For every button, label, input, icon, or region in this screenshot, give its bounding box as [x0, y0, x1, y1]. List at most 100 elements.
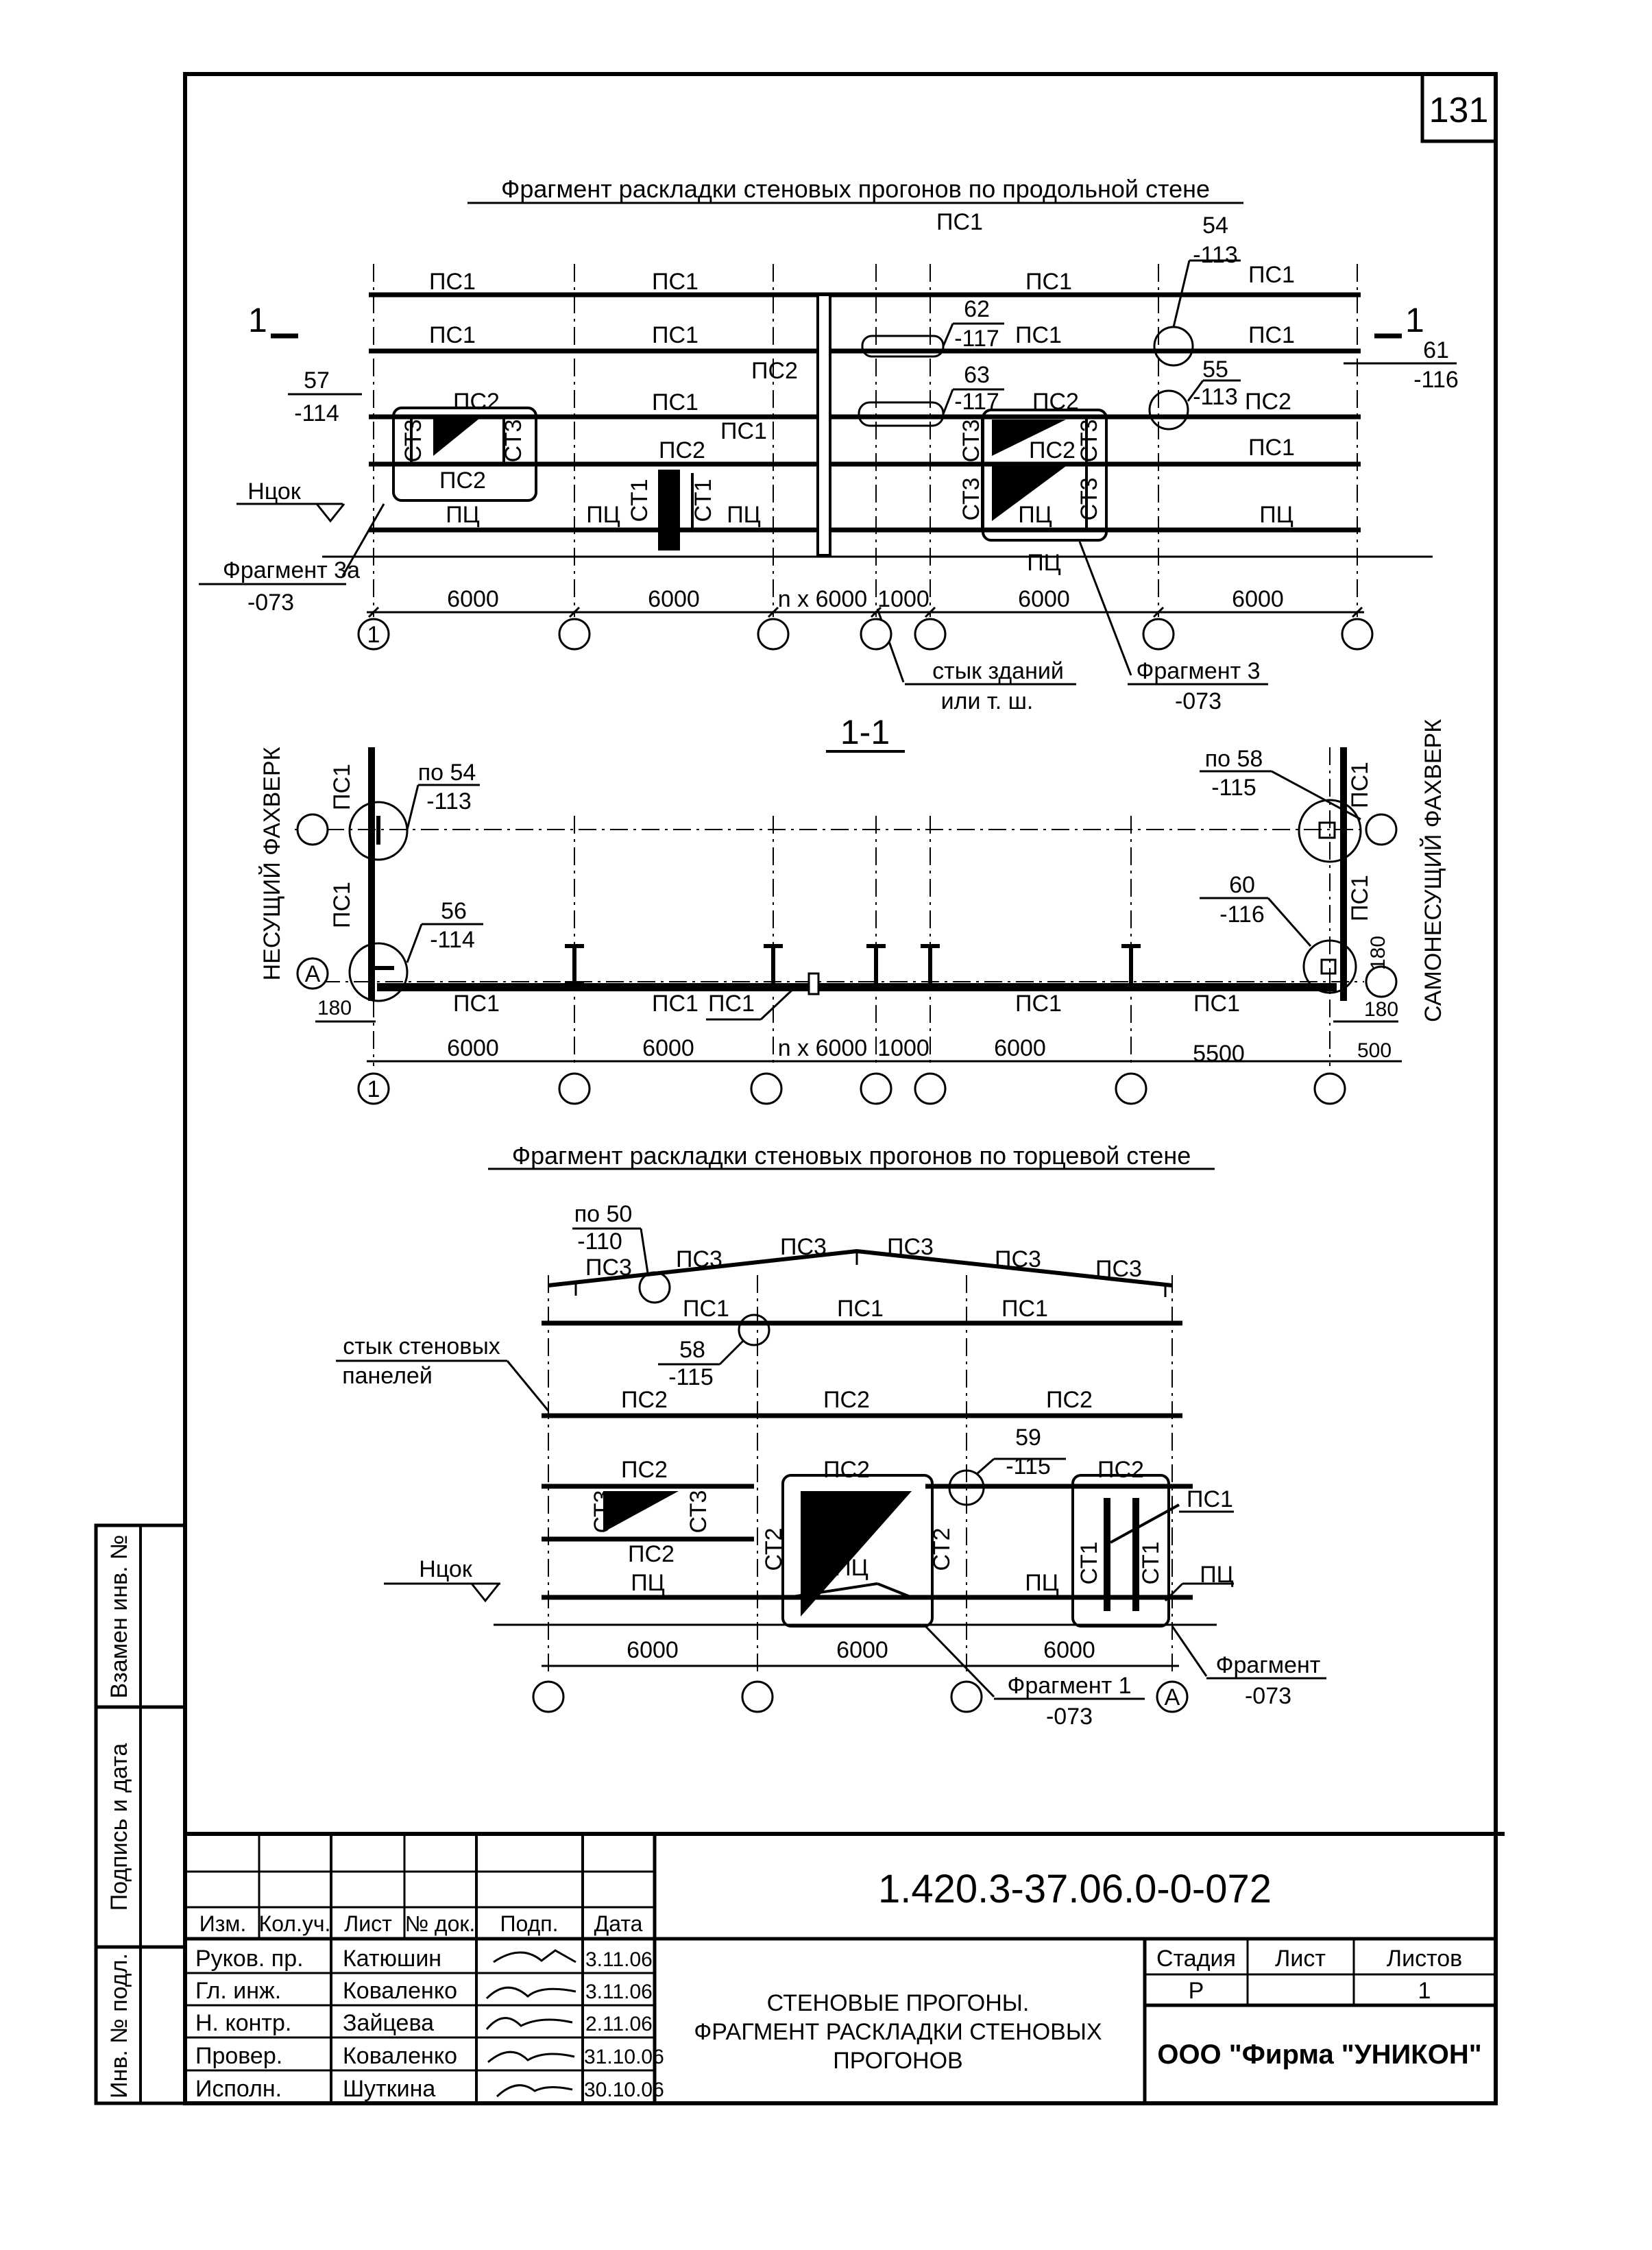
dim-label: 6000	[1232, 586, 1284, 612]
purlin-label: ПС2	[1097, 1457, 1144, 1483]
node-ref-sheet: -116	[1413, 367, 1459, 393]
fragment-3a-label: Фрагмент 3а	[223, 557, 360, 583]
post-label: СТ3	[958, 477, 984, 520]
purlin-label: ПС1	[1187, 1486, 1233, 1512]
tb-date: 3.11.06	[585, 1981, 653, 2003]
dim-label: 5500	[1193, 1041, 1245, 1067]
purlin-label: ПС1	[1248, 435, 1295, 461]
post-label: СТ3	[958, 419, 984, 462]
tb-header: Лист	[344, 1911, 392, 1936]
tb-name: Зайцева	[343, 2010, 434, 2036]
drawing-code: 1.420.3-37.06.0-0-072	[878, 1867, 1272, 1911]
section-1-1: 1-1 НЕСУЩИЙ ФАХВЕРК САМОНЕСУЩИЙ ФАХВЕРК	[259, 713, 1446, 1105]
fragment-longitudinal-wall: Фрагмент раскладки стеновых прогонов по …	[199, 175, 1459, 714]
purlin-label: ПС2	[1046, 1387, 1093, 1413]
purlin-label: ПЦ	[1025, 1570, 1059, 1596]
ref-num: 59	[1015, 1425, 1041, 1451]
purlin-label: ПЦ	[586, 502, 620, 528]
ref-num: 60	[1229, 872, 1255, 898]
tb-header: № док.	[405, 1911, 476, 1936]
fragment-3-sheet: -073	[1175, 688, 1222, 714]
fragment-end-wall: Фрагмент раскладки стеновых прогонов по …	[336, 1141, 1326, 1730]
tb-role: Гл. инж.	[195, 1978, 281, 2004]
purlin-label: ПС1	[683, 1296, 729, 1322]
left-side-label: НЕСУЩИЙ ФАХВЕРК	[259, 747, 285, 980]
side-stamp-label: Взамен инв. №	[106, 1535, 132, 1699]
sheet-title-line: ПРОГОНОВ	[833, 2048, 962, 2074]
ref-sheet: -113	[426, 788, 472, 814]
panel-joint-2: панелей	[342, 1363, 433, 1389]
small-dim: 180	[1364, 998, 1398, 1021]
tb-date: 30.10.06	[584, 2079, 664, 2101]
tb-date: 3.11.06	[585, 1948, 653, 1971]
tb-date: 2.11.06	[585, 2013, 653, 2035]
purlin-label: ПС1	[652, 322, 699, 348]
dim-label: 1000	[877, 1035, 930, 1061]
ref-sheet: -115	[1006, 1453, 1051, 1479]
ref-sheet: -115	[1211, 775, 1256, 801]
page-number: 131	[1429, 90, 1489, 130]
purlin-label: ПС2	[823, 1387, 870, 1413]
purlin-label: ПС1	[652, 991, 699, 1017]
node-ref-sheet: -117	[954, 326, 999, 352]
axis-a: А	[1165, 1684, 1180, 1710]
purlin-label: ПС1	[837, 1296, 884, 1322]
node-ref-sheet: -113	[1193, 242, 1238, 268]
post-label: СТ2	[929, 1527, 955, 1571]
dim-label: 6000	[836, 1637, 888, 1663]
ref-sheet: -110	[577, 1229, 622, 1255]
post-label: СТ1	[627, 479, 653, 522]
node-ref-num: 62	[964, 296, 990, 322]
tb-name: Коваленко	[343, 2043, 457, 2069]
dim-label: 6000	[447, 586, 499, 612]
purlin-label: ПС1	[1025, 269, 1072, 295]
fragment-end-title: Фрагмент раскладки стеновых прогонов по …	[512, 1141, 1191, 1170]
panel-joint-1: стык стеновых	[343, 1333, 500, 1359]
purlin-label: ПЦ	[1018, 502, 1052, 528]
ref-num: по 58	[1205, 746, 1263, 772]
level-label: Нцок	[419, 1556, 473, 1582]
dim-label: 6000	[447, 1035, 499, 1061]
axis-a: А	[305, 961, 321, 987]
sheets-value: 1	[1418, 1978, 1431, 2004]
purlin-label: ПЦ	[1259, 502, 1293, 528]
tb-role: Исполн.	[195, 2076, 282, 2102]
section-title: 1-1	[840, 713, 890, 751]
purlin-label: ПС1	[1193, 991, 1240, 1017]
node-ref-sheet: -117	[954, 389, 999, 415]
axis-label: 1	[367, 622, 380, 648]
fragment-3-label: Фрагмент 3	[1136, 658, 1260, 684]
purlin-label: ПС2	[621, 1387, 668, 1413]
ref-sheet: -115	[668, 1364, 714, 1390]
side-stamp-label: Инв. № подл.	[106, 1953, 132, 2098]
fragment-r-sheet: -073	[1245, 1683, 1291, 1709]
post-label: СТ3	[1076, 419, 1102, 462]
purlin-label: ПЦ	[631, 1570, 665, 1596]
purlin-label: ПС2	[628, 1541, 675, 1567]
fragment-r-label: Фрагмент	[1216, 1652, 1321, 1678]
post-label: СТ1	[690, 479, 716, 522]
purlin-label: ПС1	[429, 322, 476, 348]
tb-header: Подп.	[500, 1911, 559, 1936]
purlin-label: ПЦ	[1027, 550, 1061, 576]
small-dim: 500	[1357, 1039, 1392, 1062]
post-label: СТ1	[1076, 1541, 1102, 1584]
tb-name: Шуткина	[343, 2076, 435, 2102]
purlin-label: ПС2	[439, 468, 486, 494]
purlin-label: ПС1	[1015, 991, 1062, 1017]
dim-label: n x 6000	[778, 586, 867, 612]
purlin-label: ПС2	[659, 437, 705, 463]
dim-label: 1000	[877, 586, 930, 612]
purlin-label: ПС1	[1347, 875, 1373, 921]
post-label: СТ3	[500, 419, 526, 462]
side-stamp-label: Подпись и дата	[106, 1743, 132, 1911]
ref-num: 58	[679, 1337, 705, 1363]
purlin-label: ПС1	[1015, 322, 1062, 348]
post-label: СТ3	[685, 1490, 712, 1533]
post-label: СТ1	[1138, 1541, 1164, 1584]
dim-label: 6000	[1043, 1637, 1095, 1663]
purlin-label: ПС1	[1248, 322, 1295, 348]
purlin-label: ПС2	[1029, 437, 1076, 463]
sheet-title-line: СТЕНОВЫЕ ПРОГОНЫ.	[767, 1990, 1030, 2016]
purlin-label: ПЦ	[446, 502, 480, 528]
